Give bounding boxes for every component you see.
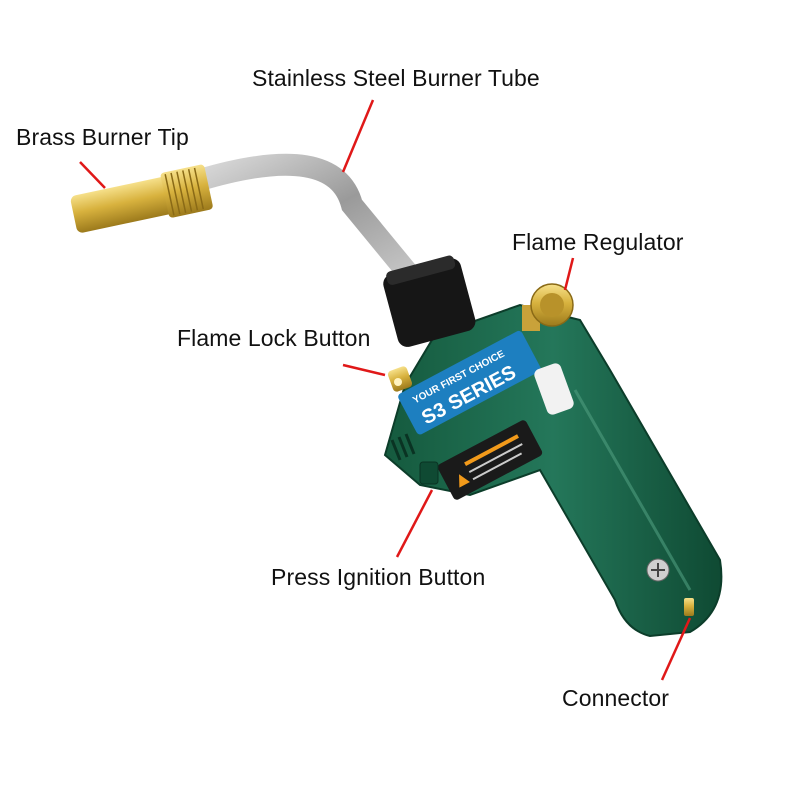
leader-line-tube (341, 99, 375, 173)
leader-lines (79, 99, 692, 681)
warning-sticker (437, 420, 543, 500)
side-sticker (534, 363, 574, 415)
leader-line-regulator (563, 257, 575, 291)
flame-regulator-knob[interactable] (522, 283, 574, 331)
label-flame-lock: Flame Lock Button (177, 325, 371, 351)
label-flame-regulator: Flame Regulator (512, 229, 684, 255)
brass-burner-tip (70, 164, 213, 233)
label-burner-tube: Stainless Steel Burner Tube (252, 65, 540, 91)
vent-grille (390, 433, 416, 461)
flame-lock-button[interactable] (387, 365, 413, 393)
label-burner-tip: Brass Burner Tip (16, 124, 189, 150)
label-ignition: Press Ignition Button (271, 564, 486, 590)
leader-line-tip (79, 161, 106, 189)
burner-tube (189, 153, 423, 289)
connector (684, 598, 694, 616)
ignition-button[interactable] (419, 461, 439, 485)
leader-line-lock (342, 363, 386, 377)
leader-line-ignition (395, 489, 434, 558)
black-nut (383, 255, 476, 347)
label-connector: Connector (562, 685, 670, 711)
screw-icon (646, 558, 670, 582)
leader-line-connector (660, 617, 692, 681)
